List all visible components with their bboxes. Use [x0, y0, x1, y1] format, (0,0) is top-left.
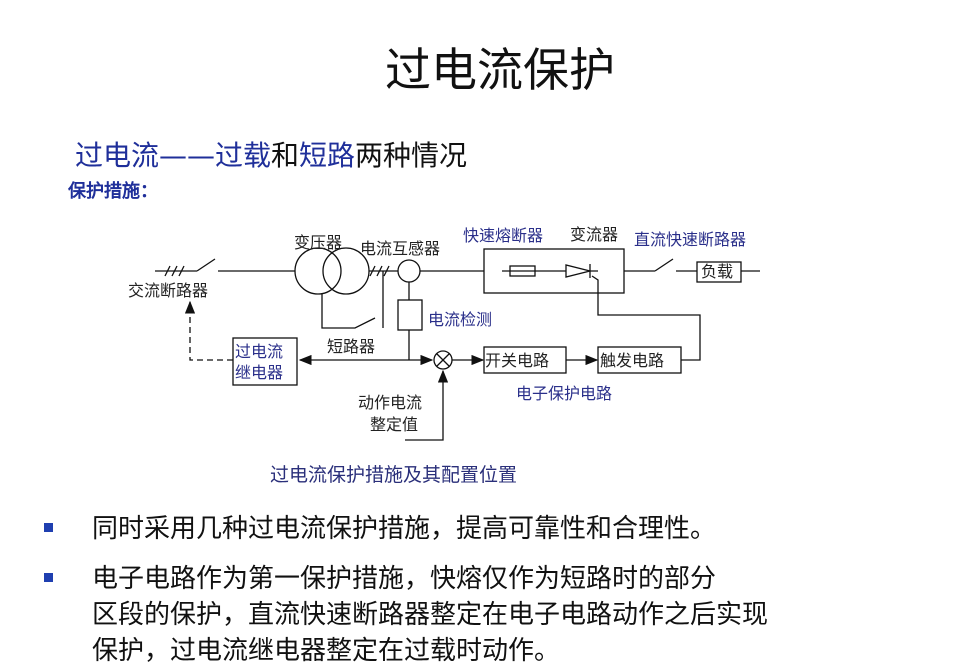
label-relay-2: 继电器: [235, 363, 283, 382]
label-converter: 变流器: [570, 225, 618, 244]
subtitle-short: 短路: [299, 139, 356, 172]
label-electronic-protection: 电子保护电路: [516, 384, 612, 403]
label-current-detect: 电流检测: [428, 310, 492, 329]
bullet-2-line: 电子电路作为第一保护措施，快熔仅作为短路时的部分: [92, 564, 717, 594]
current-transformer-icon: [397, 259, 421, 283]
label-setting-2: 整定值: [370, 415, 418, 434]
short-circuiter-branch: [321, 271, 384, 329]
subtitle-cases: 两种情况: [355, 139, 468, 172]
relay-box: [232, 337, 298, 386]
subtitle: 过电流——过载和短路两种情况: [75, 134, 467, 174]
label-load: 负载: [701, 262, 733, 281]
label-ct: 电流互感器: [360, 239, 440, 258]
bullet-2-line: 区段的保护，直流快速断路器整定在电子电路动作之后实现: [92, 600, 769, 630]
bullet-2-line: 保护，过电流继电器整定在过载时动作。: [92, 636, 561, 666]
label-short-circuiter: 短路器: [327, 337, 375, 356]
label-transformer: 变压器: [294, 233, 342, 252]
label-setting-1: 动作电流: [358, 393, 422, 412]
main-line: [155, 247, 760, 295]
diagram-caption: 过电流保护措施及其配置位置: [270, 464, 518, 486]
label-relay-1: 过电流: [235, 342, 283, 361]
label-switch-circuit: 开关电路: [485, 351, 549, 370]
label-trigger-circuit: 触发电路: [600, 351, 664, 370]
measures-label: 保护措施：: [68, 181, 158, 202]
summing-junction-icon: [433, 350, 453, 370]
bullet-icon: [44, 523, 53, 532]
bullet-1-line: 同时采用几种过电流保护措施，提高可靠性和合理性。: [92, 514, 717, 544]
bullet-2: 电子电路作为第一保护措施，快熔仅作为短路时的部分 区段的保护，直流快速断路器整定…: [92, 561, 768, 668]
transformer-icon: [294, 247, 342, 295]
load-box: [696, 261, 742, 283]
thyristor-icon: [565, 264, 598, 278]
fuse-icon: [509, 265, 536, 277]
current-detect-box: [397, 299, 423, 331]
label-fuse: 快速熔断器: [463, 226, 543, 245]
subtitle-and: 和: [271, 139, 300, 172]
bullet-1: 同时采用几种过电流保护措施，提高可靠性和合理性。: [92, 511, 716, 547]
label-dc-breaker: 直流快速断路器: [634, 230, 746, 249]
bullet-icon: [44, 573, 53, 582]
subtitle-overcurrent: 过电流——过载: [75, 139, 272, 172]
label-ac-breaker: 交流断路器: [128, 281, 208, 300]
slide-title: 过电流保护: [385, 43, 615, 97]
